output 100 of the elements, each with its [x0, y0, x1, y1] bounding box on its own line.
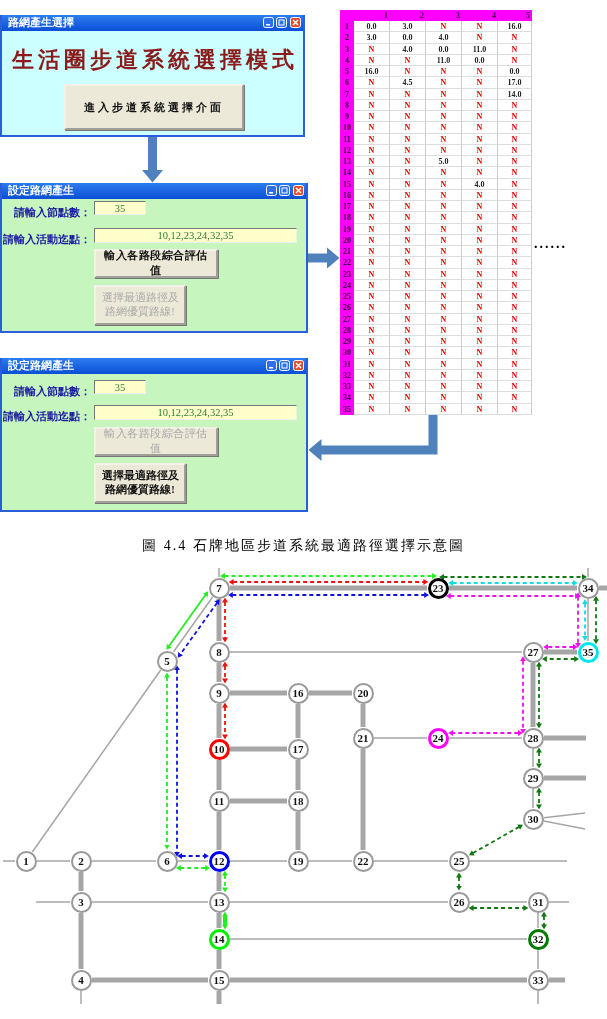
route-arrow: [448, 580, 578, 586]
table-cell: N: [498, 156, 532, 168]
road-line: [587, 598, 589, 642]
table-cell: 0.0: [462, 54, 498, 66]
table-cell: N: [426, 302, 462, 314]
table-cell: N: [426, 403, 462, 415]
table-cell: N: [462, 268, 498, 280]
table-cell: N: [390, 257, 426, 269]
table-cell: N: [390, 201, 426, 213]
field-label: 請輸入活動迄點：: [2, 410, 91, 424]
table-cell: N: [390, 54, 426, 66]
node-circle: 6: [156, 850, 178, 872]
table-cell: N: [390, 223, 426, 235]
table-cell: N: [426, 257, 462, 269]
node-circle: 5: [156, 650, 178, 672]
route-arrow: [536, 787, 542, 810]
node-circle: 8: [208, 641, 230, 663]
node-circle: 26: [448, 891, 470, 913]
route-arrow: [582, 599, 588, 641]
road-line: [469, 860, 568, 862]
road-line: [360, 704, 366, 727]
table-cell: N: [354, 246, 390, 258]
header-cell: 4: [462, 10, 498, 21]
table-cell: N: [390, 403, 426, 415]
table-cell: N: [498, 167, 532, 179]
table-cell: N: [462, 167, 498, 179]
table-cell: N: [498, 111, 532, 123]
table-cell: 11.0: [462, 43, 498, 55]
node-circle: 28: [522, 727, 544, 749]
table-cell: N: [354, 324, 390, 337]
table-cell: 4.0: [390, 43, 426, 55]
table-cell: N: [498, 369, 532, 382]
road-line: [537, 949, 539, 970]
table-cell: 16.0: [354, 66, 390, 78]
road-line: [35, 901, 71, 903]
table-cell: N: [462, 246, 498, 258]
input-field: 10,12,23,24,32,35: [94, 228, 297, 243]
table-cell: N: [498, 313, 532, 325]
node-circle: 3: [70, 891, 92, 913]
table-cell: N: [354, 88, 390, 100]
table-cell: N: [498, 178, 532, 190]
road-line: [78, 872, 84, 891]
table-cell: N: [462, 302, 498, 314]
table-cell: N: [498, 201, 532, 213]
table-cell: N: [354, 144, 390, 157]
table-cell: 11.0: [426, 54, 462, 66]
ellipsis: ......: [534, 236, 567, 252]
table-cell: N: [426, 246, 462, 258]
table-cell: N: [498, 144, 532, 157]
table-cell: N: [498, 32, 532, 44]
route-arrow: [227, 592, 430, 598]
table-cell: N: [426, 279, 462, 292]
table-cell: 17.0: [498, 77, 532, 89]
road-line: [295, 760, 301, 790]
table-cell: N: [462, 392, 498, 404]
node-circle: 14: [208, 928, 230, 950]
node-circle: 13: [208, 891, 230, 913]
table-cell: N: [354, 347, 390, 359]
header-cell: 6: [340, 77, 354, 89]
route-arrow: [469, 824, 523, 856]
table-cell: N: [426, 324, 462, 337]
table-cell: N: [426, 99, 462, 112]
table-cell: N: [498, 212, 532, 224]
header-cell: 23: [340, 268, 354, 280]
table-cell: N: [390, 122, 426, 134]
road-line: [295, 812, 301, 850]
table-cell: N: [462, 347, 498, 359]
table-cell: N: [390, 133, 426, 145]
node-circle: 7: [208, 577, 230, 599]
table-cell: N: [498, 54, 532, 66]
table-cell: 3.0: [354, 32, 390, 44]
road-line: [229, 651, 523, 653]
header-cell: 15: [340, 178, 354, 190]
table-cell: N: [426, 381, 462, 393]
figure-caption: 圖 4.4 石牌地區步道系統最適路徑選擇示意圖: [141, 537, 466, 555]
table-cell: N: [426, 178, 462, 190]
dialog-window: [0, 358, 308, 512]
road-line: [216, 760, 222, 790]
table-cell: N: [498, 234, 532, 247]
route-arrow: [520, 656, 526, 734]
table-cell: N: [354, 167, 390, 179]
road-line: [308, 860, 353, 862]
table-cell: 0.0: [390, 32, 426, 44]
table-cell: N: [462, 279, 498, 292]
road-line: [229, 901, 449, 903]
table-cell: N: [390, 302, 426, 314]
header-cell: 31: [340, 358, 354, 370]
block-arrow: [308, 247, 340, 269]
table-cell: 3.0: [390, 21, 426, 33]
road-line: [172, 596, 214, 653]
header-cell: 21: [340, 246, 354, 258]
table-cell: N: [426, 336, 462, 348]
route-arrow: [177, 599, 220, 658]
table-cell: N: [354, 212, 390, 224]
table-cell: N: [354, 392, 390, 404]
table-cell: N: [354, 302, 390, 314]
table-cell: N: [426, 291, 462, 303]
dialog-window: [0, 15, 305, 137]
road-line: [449, 585, 577, 591]
route-arrow: [220, 573, 437, 579]
